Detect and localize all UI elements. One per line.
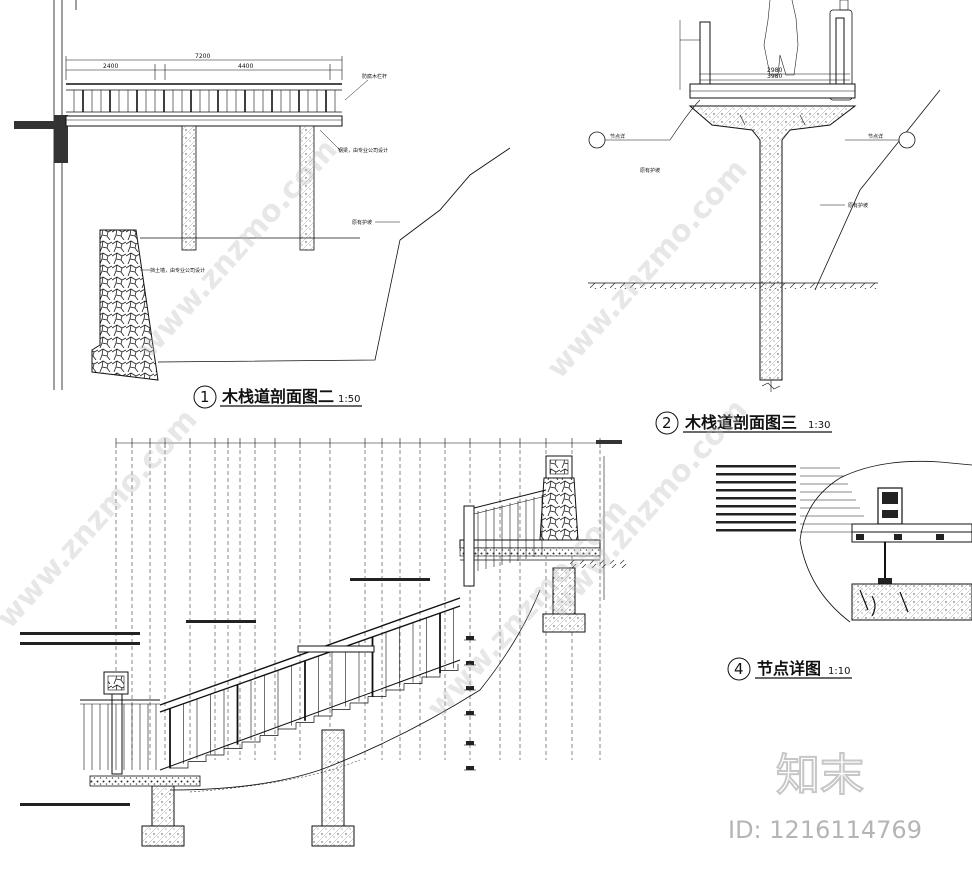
note-steel-beam: 钢梁，由专业公司设计 (338, 147, 388, 154)
note-node-left: 节点详 (610, 133, 625, 140)
watermark-layer: www.znzmo.com www.znzmo.com www.znzmo.co… (0, 132, 922, 844)
detail-note-text (716, 521, 796, 524)
stair-step (368, 690, 387, 697)
stair-step (314, 709, 333, 717)
stair-step (188, 755, 207, 762)
note-slope-3: 原有护坡 (848, 202, 868, 209)
elevation-marker-tag (466, 686, 474, 690)
stair-step (332, 703, 351, 710)
watermark-site-2: www.znzmo.com (540, 152, 755, 385)
note-slope: 原有护坡 (352, 219, 372, 226)
title-section-3: 木栈道剖面图三 (684, 413, 797, 432)
detail-note-text (716, 529, 796, 532)
stair-step (224, 742, 243, 749)
scale-section-2: 1:50 (338, 394, 360, 405)
dim-total: 7200 (195, 53, 210, 60)
title-number-1: 1 (200, 388, 210, 406)
stair-step (242, 735, 261, 743)
dim-right: 4400 (238, 63, 253, 70)
dim-a: 2980 (767, 67, 782, 74)
stair-step (170, 761, 189, 769)
scale-detail-4: 1:10 (828, 666, 850, 677)
detail-note-text (716, 513, 796, 516)
dim-b: 3980 (767, 73, 782, 80)
detail-note-text (716, 505, 796, 508)
note-retaining-wall: 挡土墙，由专业公司设计 (150, 267, 205, 274)
stair-step (440, 664, 459, 671)
stair-step (404, 677, 423, 684)
scale-section-3: 1:30 (808, 420, 830, 431)
watermark-id: ID: 1216114769 (728, 816, 922, 844)
watermark-logo: 知末 (776, 750, 864, 801)
note-slope-2: 原有护坡 (640, 167, 660, 174)
note-node-right: 节点详 (868, 133, 883, 140)
elevation-marker-tag (466, 711, 474, 715)
title-section-2: 木栈道剖面图二 (221, 387, 334, 406)
elevation-marker-tag (466, 741, 474, 745)
stair-step (350, 696, 369, 704)
section-drawing-2: 2980 3980 节点详 节点详 原有护坡 原有护坡 2 木栈道剖面图三 1:… (588, 0, 941, 435)
elevation-marker-tag (466, 766, 474, 770)
elevation-marker-tag (466, 661, 474, 665)
title-detail-4: 节点详图 (757, 659, 821, 678)
detail-note-text (716, 465, 796, 468)
title-number-2: 2 (662, 414, 672, 432)
elevation-marker-tag (466, 636, 474, 640)
stair-step (278, 722, 297, 730)
detail-note-text (716, 489, 796, 492)
dim-left: 2400 (103, 63, 118, 70)
stair-step (296, 716, 315, 723)
stair-step (260, 729, 279, 736)
stair-step (386, 683, 405, 691)
stair-step (206, 748, 225, 756)
title-number-4: 4 (734, 660, 744, 678)
detail-note-text (716, 497, 796, 500)
watermark-site-3: www.znzmo.com (0, 402, 205, 635)
detail-note-text (716, 473, 796, 476)
stair-section-drawing (20, 438, 630, 847)
note-railing: 防腐木栏杆 (362, 73, 387, 80)
section-drawing-1: 7200 2400 4400 防腐木栏杆 钢梁，由专业公司设计 挡土墙，由专业公… (14, 0, 511, 409)
detail-note-text (716, 481, 796, 484)
node-detail-drawing: 4 节点详图 1:10 (716, 460, 972, 681)
stair-step (422, 670, 441, 678)
